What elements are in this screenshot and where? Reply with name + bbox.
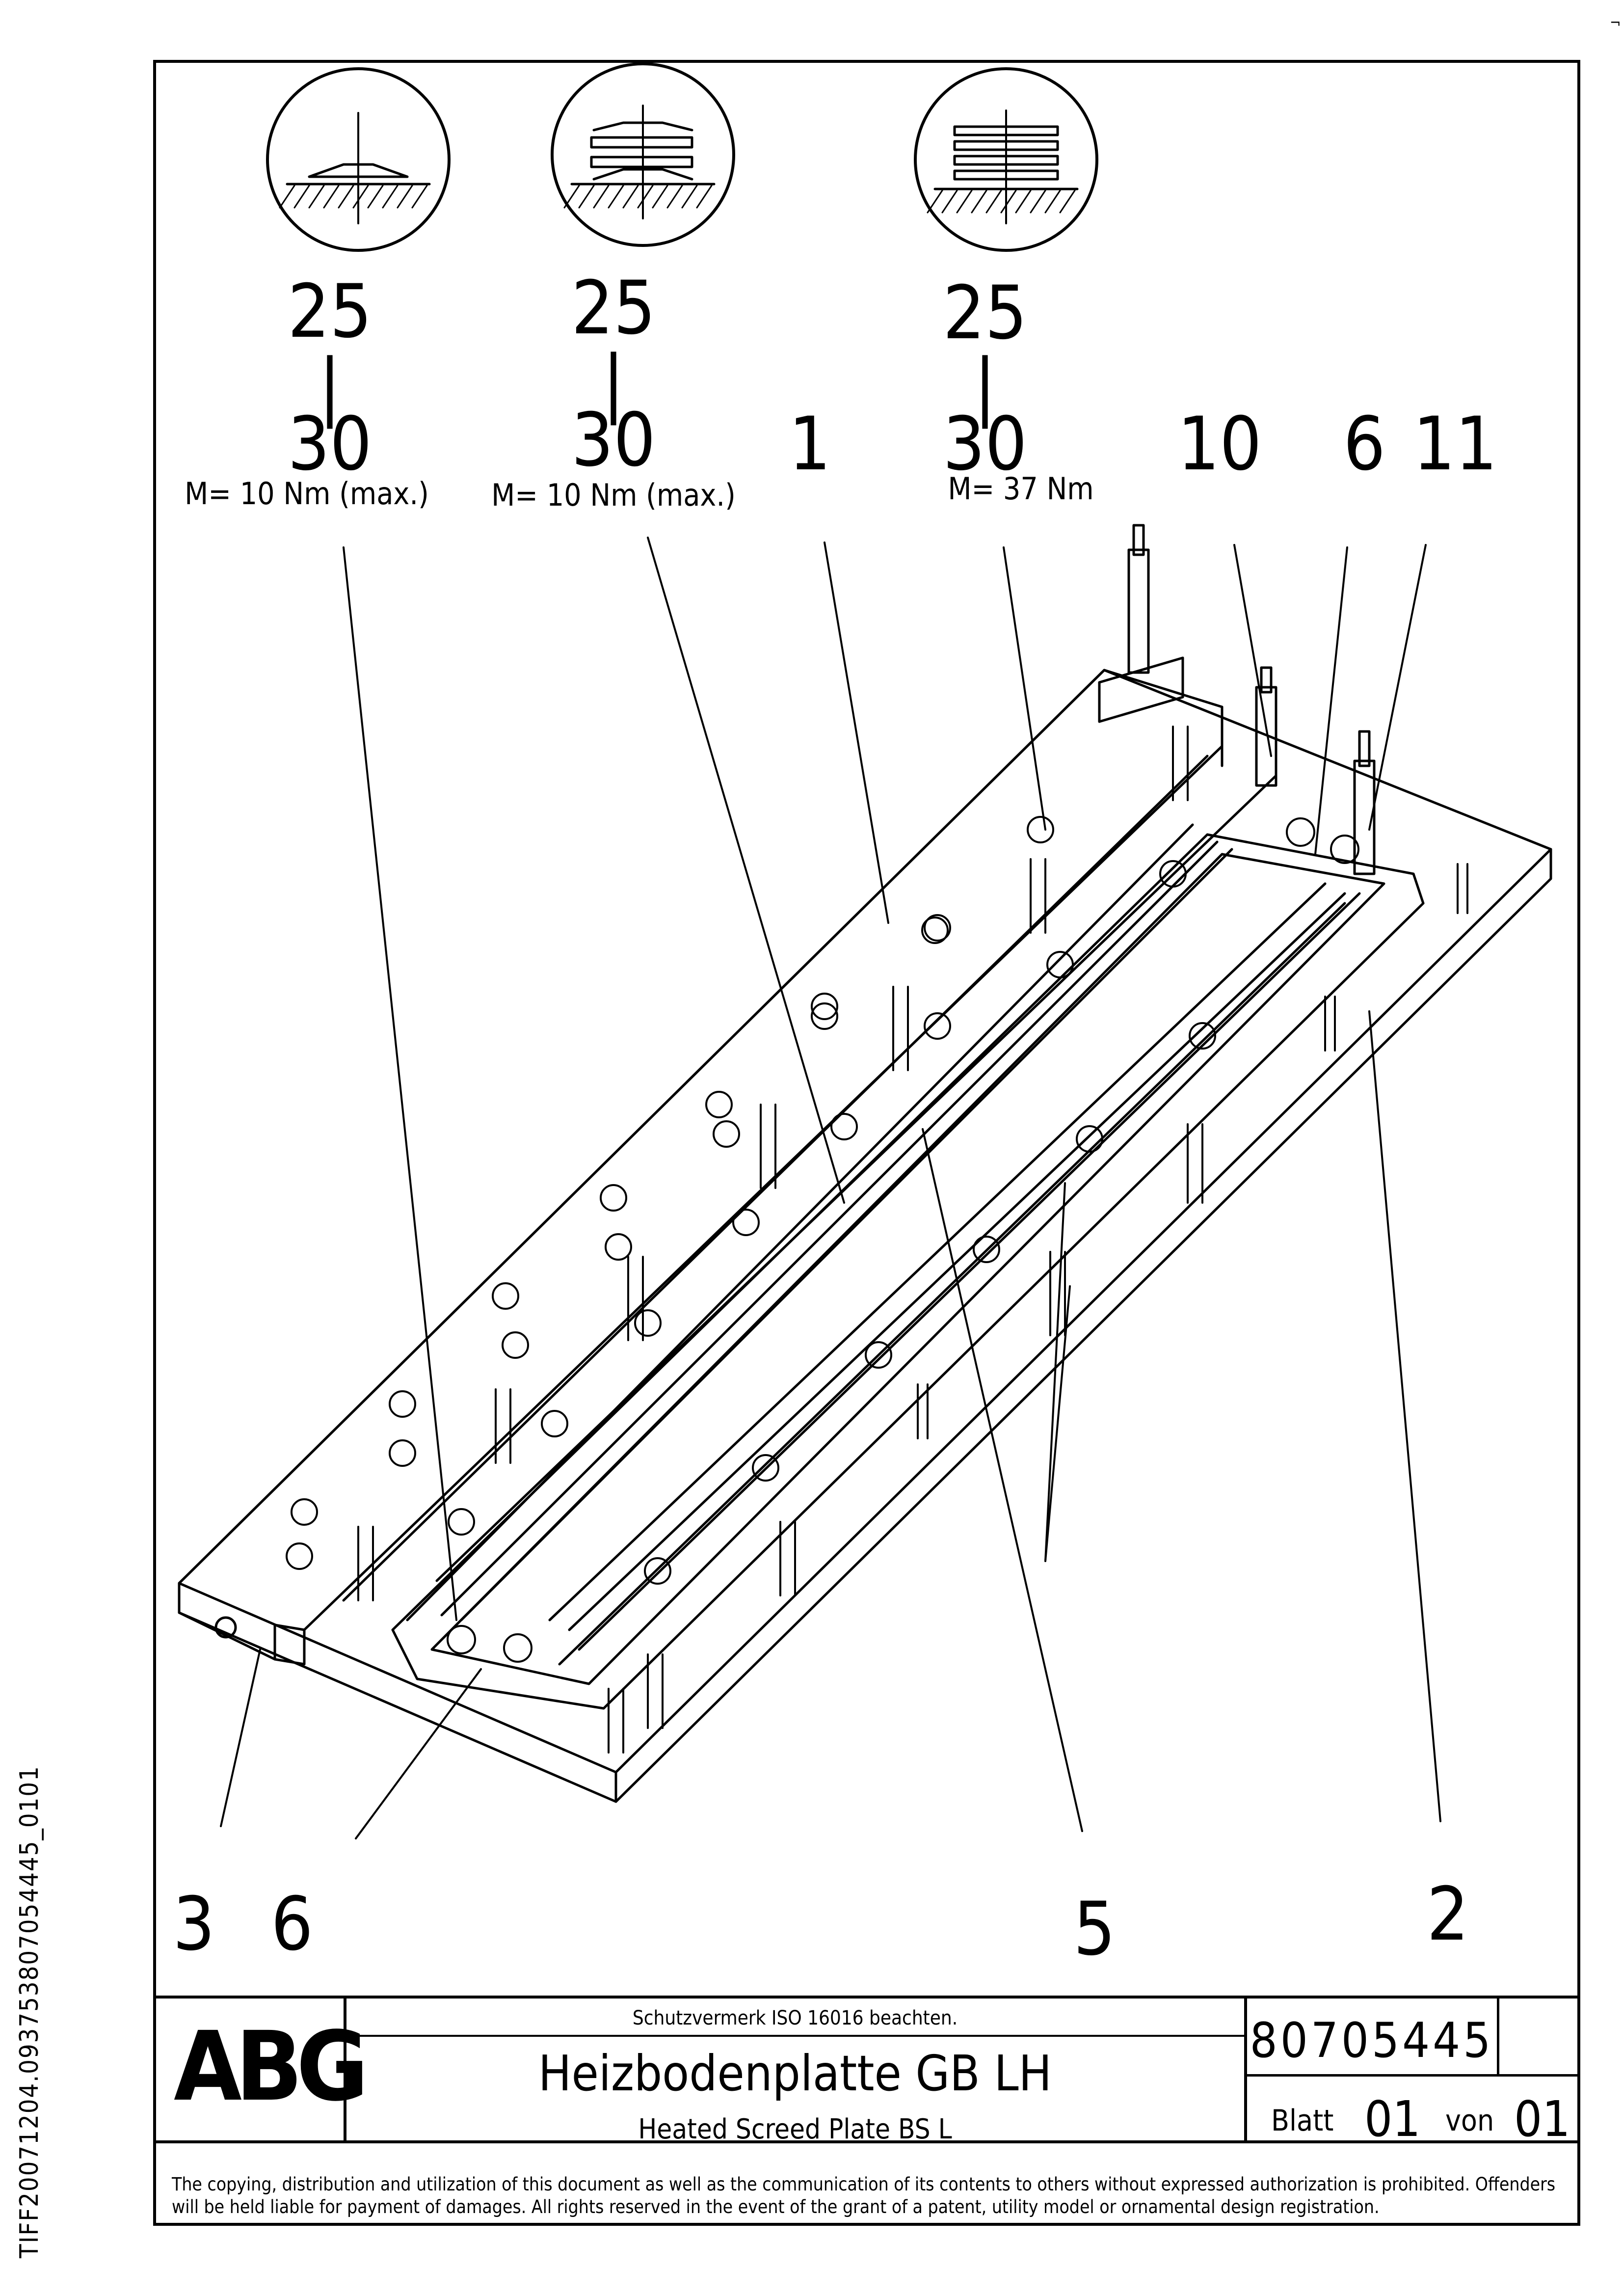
total-sheets: 01 — [1514, 2090, 1570, 2148]
notice-rule — [344, 2035, 1247, 2037]
washer-detail-2 — [551, 62, 735, 247]
callout-1: 1 — [789, 402, 831, 487]
washer-range-top-1: 25 — [288, 269, 372, 354]
callout-6-top: 6 — [1343, 402, 1385, 487]
washer-range-top-2: 25 — [571, 266, 656, 351]
abg-logo: ABG — [174, 2011, 369, 2122]
heating-element — [391, 823, 1425, 1710]
title-block-bottom-rule — [153, 2140, 1580, 2143]
washer-range-top-3: 25 — [943, 270, 1027, 356]
torque-spec-3: M= 37 Nm — [948, 471, 1094, 507]
of-label: von — [1445, 2104, 1494, 2138]
exploded-assembly-drawing — [178, 62, 1552, 1839]
fasteners — [286, 726, 1468, 1754]
title-german: Heizbodenplatte GB LH — [538, 2045, 1052, 2102]
callout-11: 11 — [1413, 402, 1497, 487]
washer-range-sep-2: | — [602, 340, 625, 426]
revision-cell-divider — [1497, 1996, 1499, 2077]
torque-spec-1: M= 10 Nm (max.) — [185, 476, 429, 512]
logo-divider — [344, 1996, 346, 2143]
washer-range-sep-1: | — [319, 344, 341, 429]
rail-block — [178, 669, 1277, 1666]
washer-range-bottom-3: 30 — [943, 402, 1027, 487]
protection-notice: Schutzvermerk ISO 16016 beachten. — [632, 2007, 958, 2029]
title-english: Heated Screed Plate BS L — [638, 2113, 952, 2145]
washer-range-bottom-1: 30 — [288, 402, 372, 487]
washer-detail-3 — [914, 67, 1098, 252]
docno-divider — [1244, 1996, 1247, 2143]
sheet-label: Blatt — [1271, 2104, 1334, 2138]
drawing-frame — [153, 60, 1580, 2226]
callout-2: 2 — [1427, 1872, 1469, 1957]
washer-range-sep-3: | — [974, 344, 996, 429]
torque-spec-2: M= 10 Nm (max.) — [491, 477, 736, 513]
washer-range-bottom-2: 30 — [571, 398, 656, 483]
leader-lines — [220, 537, 1441, 1839]
callout-3: 3 — [173, 1882, 215, 1967]
callout-10: 10 — [1177, 402, 1262, 487]
corner-mark: ¬ — [1610, 15, 1621, 32]
callout-5: 5 — [1073, 1887, 1116, 1972]
title-block-top-rule — [153, 1996, 1580, 1999]
document-number: 80705445 — [1250, 2013, 1494, 2069]
callout-6-bottom: 6 — [271, 1882, 313, 1967]
terminal-posts — [1098, 524, 1376, 875]
washer-detail-1 — [266, 67, 451, 252]
base-plate — [178, 669, 1552, 1803]
sheet-rule — [1244, 2074, 1580, 2077]
copyright-notice: The copying, distribution and utilizatio… — [172, 2174, 1556, 2217]
sheet-number: 01 — [1364, 2090, 1421, 2148]
